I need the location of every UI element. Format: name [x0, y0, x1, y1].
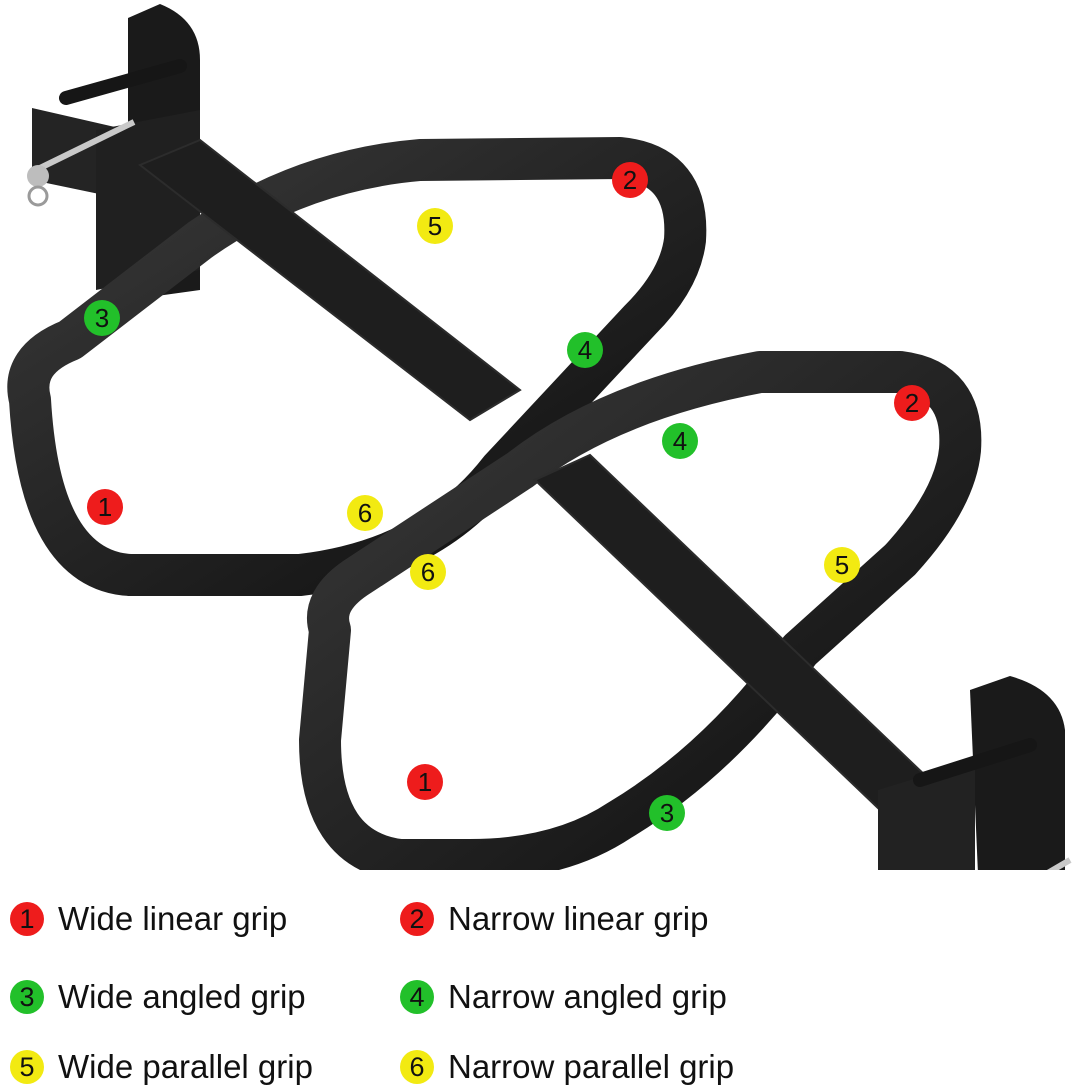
grip-marker-5: 5 — [417, 208, 453, 244]
legend-item: 4 Narrow angled grip — [400, 978, 727, 1016]
legend-label: Narrow linear grip — [448, 900, 709, 937]
grip-marker-number: 1 — [98, 492, 112, 522]
legend-label: Wide angled grip — [58, 978, 306, 1015]
grip-marker-number: 5 — [835, 550, 849, 580]
grip-marker-number: 5 — [428, 211, 442, 241]
grip-marker-dot — [567, 332, 603, 368]
grip-marker-dot — [84, 300, 120, 336]
legend-label: Wide linear grip — [58, 900, 288, 937]
legend-number-badge: 5 — [10, 1050, 44, 1084]
grip-marker-dot — [894, 385, 930, 421]
grip-marker-dot — [87, 489, 123, 525]
legend-label: Wide parallel grip — [58, 1048, 313, 1085]
grip-marker-number: 4 — [578, 335, 592, 365]
grip-marker-number: 4 — [673, 426, 687, 456]
grip-marker-1: 1 — [87, 489, 123, 525]
grip-marker-6: 6 — [410, 554, 446, 590]
grip-marker-number: 6 — [421, 557, 435, 587]
grip-marker-3: 3 — [649, 795, 685, 831]
legend-number-badge: 6 — [400, 1050, 434, 1084]
product-photo: 1 2 3 4 5 6 1 2 3 4 5 6 — [7, 4, 1072, 870]
legend-item: 3 Wide angled grip — [10, 978, 306, 1016]
legend-number-badge: 2 — [400, 902, 434, 936]
mount-pin-top — [59, 59, 187, 105]
legend-label: Narrow parallel grip — [448, 1048, 735, 1085]
grip-marker-number: 2 — [623, 165, 637, 195]
square-bar-top — [138, 138, 522, 422]
grip-marker-number: 2 — [905, 388, 919, 418]
grip-marker-1: 1 — [407, 764, 443, 800]
legend-item: 5 Wide parallel grip — [10, 1048, 313, 1086]
grip-marker-dot — [410, 554, 446, 590]
grip-marker-dot — [347, 495, 383, 531]
legend-number-badge: 1 — [10, 902, 44, 936]
legend-number-badge: 3 — [10, 980, 44, 1014]
grip-marker-number: 3 — [95, 303, 109, 333]
grip-markers: 1 2 3 4 5 6 1 2 3 4 5 6 — [84, 162, 930, 831]
mount-pin-bottom — [913, 738, 1037, 787]
grip-marker-4: 4 — [662, 423, 698, 459]
grip-marker-number: 1 — [418, 767, 432, 797]
legend-item: 2 Narrow linear grip — [400, 900, 708, 938]
grip-marker-dot — [407, 764, 443, 800]
lock-pin-top — [38, 119, 136, 171]
mount-bracket-bottom — [878, 676, 1072, 870]
legend-label: Narrow angled grip — [448, 978, 727, 1015]
grip-marker-2: 2 — [894, 385, 930, 421]
grip-legend: 1 Wide linear grip 2 Narrow linear grip … — [0, 870, 1080, 1089]
grip-marker-dot — [824, 547, 860, 583]
grip-loop-bottom — [299, 351, 982, 870]
grip-marker-4: 4 — [567, 332, 603, 368]
legend-item: 1 Wide linear grip — [10, 900, 287, 938]
grip-marker-6: 6 — [347, 495, 383, 531]
legend-number-badge: 4 — [400, 980, 434, 1014]
grip-marker-dot — [417, 208, 453, 244]
legend-item: 6 Narrow parallel grip — [400, 1048, 734, 1086]
grip-marker-5: 5 — [824, 547, 860, 583]
grip-marker-2: 2 — [612, 162, 648, 198]
grip-marker-number: 3 — [660, 798, 674, 828]
grip-marker-3: 3 — [84, 300, 120, 336]
grip-marker-dot — [649, 795, 685, 831]
grip-marker-dot — [612, 162, 648, 198]
grip-marker-dot — [662, 423, 698, 459]
grip-marker-number: 6 — [358, 498, 372, 528]
